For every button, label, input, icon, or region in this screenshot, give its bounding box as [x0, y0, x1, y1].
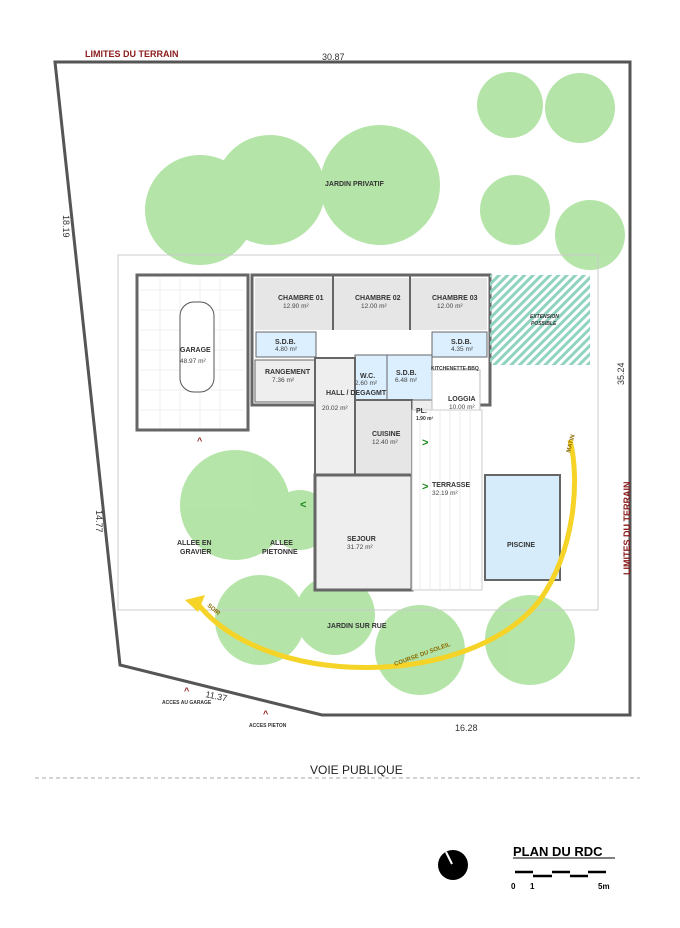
sun-arrow-head	[185, 595, 205, 612]
sun-morning-label: MATIN	[566, 434, 577, 453]
room-name: CHAMBRE 02	[355, 295, 401, 302]
room-area: 7.36 m²	[272, 377, 295, 384]
terrace	[411, 409, 483, 591]
site-boundary	[53, 60, 632, 717]
room-area: 32.19 m²	[432, 490, 458, 497]
dim-top: 30.87	[322, 52, 345, 62]
room-name: HALL / DEGAGMT	[326, 390, 387, 397]
trees	[145, 72, 625, 695]
extension-zone	[490, 275, 590, 365]
room-area: 20.02 m²	[322, 405, 348, 412]
room-area: 12.00 m²	[437, 303, 463, 310]
pedestrian-access-arrow: ^	[263, 709, 269, 719]
dim-left-lower: 14.77	[94, 510, 104, 533]
entry-arrow: <	[300, 499, 306, 511]
room-area: 12.00 m²	[361, 303, 387, 310]
plan-title: PLAN DU RDC	[513, 844, 603, 859]
scale-label-0: 0	[511, 882, 516, 891]
room-name: S.D.B.	[396, 370, 417, 377]
sejour	[313, 473, 414, 592]
kitchenette-label: KITCHENETTE-BBQ	[431, 366, 479, 372]
room-area: 31.72 m²	[347, 544, 373, 551]
room-name: S.D.B.	[275, 339, 296, 346]
garage-access-label: ACCES AU GARAGE	[162, 700, 212, 706]
room-area: 48.97 m²	[180, 358, 206, 365]
garage-door-arrow: ^	[197, 436, 203, 446]
gravel-path-label: ALLEE EN	[177, 540, 212, 547]
room-name: PISCINE	[507, 542, 535, 549]
garden-private-label: JARDIN PRIVATIF	[325, 181, 385, 188]
boundary-label-top: LIMITES DU TERRAIN	[85, 49, 179, 59]
room-area: 4.80 m²	[275, 346, 298, 353]
north-arrow-icon	[438, 850, 468, 880]
extension-label: EXTENSION	[530, 314, 559, 320]
boundary-label-right: LIMITES DU TERRAIN	[622, 482, 632, 576]
room-name: S.D.B.	[451, 339, 472, 346]
room-name: CHAMBRE 03	[432, 295, 478, 302]
scale-label-1: 1	[530, 882, 535, 891]
room-area: 1.90 m²	[416, 416, 434, 422]
scale-label-5m: 5m	[598, 882, 610, 891]
room-area: 6.48 m²	[395, 377, 418, 384]
scale-bar	[515, 870, 606, 878]
extension-label: POSSIBLE	[531, 321, 557, 327]
room-area: 12.90 m²	[283, 303, 309, 310]
room-area: 4.35 m²	[451, 346, 474, 353]
room-name: CHAMBRE 01	[278, 295, 324, 302]
dim-left-upper: 18.19	[61, 215, 71, 238]
street-label: VOIE PUBLIQUE	[310, 763, 403, 777]
sun-course-arc	[192, 439, 578, 670]
room-name: RANGEMENT	[265, 369, 311, 376]
room-name: LOGGIA	[448, 396, 476, 403]
setback-line	[117, 254, 599, 611]
room-name: PL.	[416, 408, 427, 415]
entry-arrow: >	[422, 437, 428, 449]
room-name: GARAGE	[180, 347, 211, 354]
garden-street-label: JARDIN SUR RUE	[327, 623, 387, 630]
entry-arrow: >	[422, 481, 428, 493]
room-area: 2.60 m²	[355, 380, 378, 387]
pedestrian-access-label: ACCES PIETON	[249, 723, 287, 729]
gravel-path-label: GRAVIER	[180, 549, 211, 556]
room-name: CUISINE	[372, 431, 401, 438]
garage-access-arrow: ^	[184, 686, 190, 696]
room-name: TERRASSE	[432, 482, 470, 489]
footpath-label: PIETONNE	[262, 549, 298, 556]
footpath-label: ALLEE	[270, 540, 293, 547]
dim-bottom-left: 11.37	[205, 689, 228, 703]
dim-bottom-right: 16.28	[455, 723, 478, 733]
room-name: SEJOUR	[347, 536, 376, 543]
room-area: 12.40 m²	[372, 439, 398, 446]
dim-right: 35.24	[616, 362, 626, 385]
car-icon	[179, 301, 215, 393]
pool	[484, 474, 561, 581]
room-area: 10.00 m²	[449, 404, 475, 411]
room-name: W.C.	[360, 373, 375, 380]
